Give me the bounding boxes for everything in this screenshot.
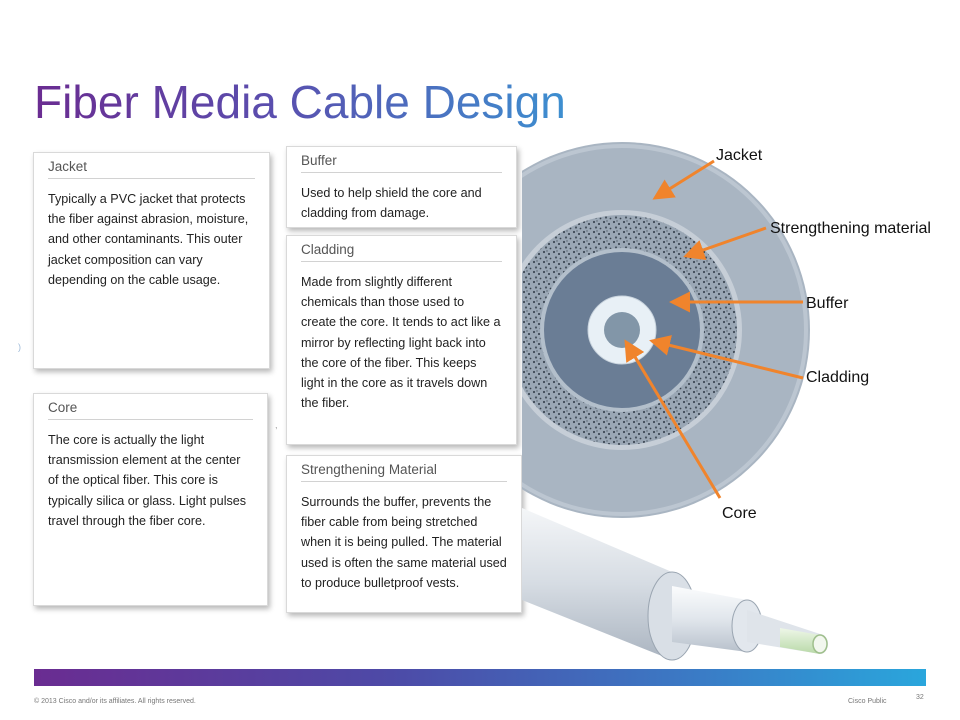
core-arrow (624, 339, 722, 499)
decorative-mark: , (275, 420, 278, 430)
cable-fiber-end (812, 634, 828, 654)
jacket-arrow (652, 159, 715, 200)
jacket-edge (522, 144, 808, 516)
cladding-arrow (649, 335, 804, 380)
strengthening-material-card-title: Strengthening Material (301, 462, 507, 482)
slide-title: Fiber Media Cable Design (34, 76, 566, 128)
copyright-text: © 2013 Cisco and/or its affiliates. All … (34, 698, 196, 705)
cladding-callout-label: Cladding (806, 369, 870, 386)
buffer-callout-label: Buffer (806, 295, 849, 312)
core-card-body: The core is actually the light transmiss… (48, 433, 247, 528)
core-card-title: Core (48, 400, 253, 420)
strengthening-material-card-body: Surrounds the buffer, prevents the fiber… (301, 495, 507, 590)
core-layer (604, 312, 640, 348)
jacket-card-body: Typically a PVC jacket that protects the… (48, 192, 249, 287)
cable-side-view (522, 508, 828, 661)
jacket-card: Jacket Typically a PVC jacket that prote… (33, 152, 270, 369)
classification-label: Cisco Public (848, 698, 887, 705)
callout-arrows (624, 159, 804, 499)
page-number: 32 (916, 694, 924, 701)
decorative-mark: ) (18, 342, 21, 352)
strengthening-arrow (683, 226, 767, 260)
strengthening-callout-label: Strengthening material (770, 220, 931, 237)
cladding-card-body: Made from slightly different chemicals t… (301, 275, 501, 411)
jacket-card-title: Jacket (48, 159, 255, 179)
footer-gradient-bar (34, 669, 926, 686)
buffer-card-title: Buffer (301, 153, 502, 173)
core-card: Core The core is actually the light tran… (33, 393, 268, 606)
strengthening-material-card: Strengthening Material Surrounds the buf… (286, 455, 522, 613)
core-callout-label: Core (722, 505, 757, 522)
cladding-card: Cladding Made from slightly different ch… (286, 235, 517, 445)
jacket-callout-label: Jacket (716, 147, 763, 164)
cable-cross-section (522, 142, 810, 518)
cladding-card-title: Cladding (301, 242, 502, 262)
fiber-cable-diagram (522, 142, 828, 661)
buffer-card: Buffer Used to help shield the core and … (286, 146, 517, 228)
buffer-card-body: Used to help shield the core and claddin… (301, 186, 482, 221)
